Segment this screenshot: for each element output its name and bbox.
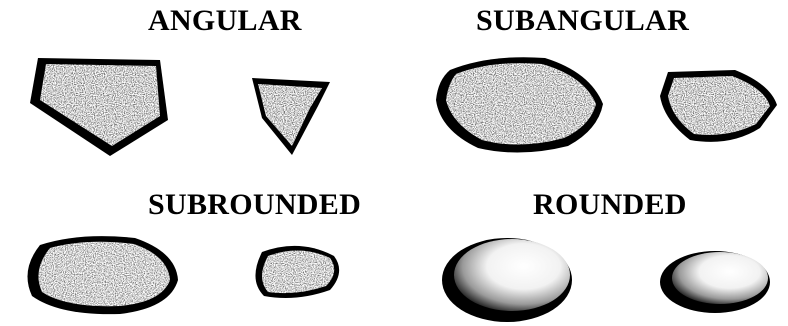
grain-angular-large xyxy=(30,58,168,156)
grain-subrounded-small xyxy=(255,246,339,298)
grain-angular-small xyxy=(252,78,330,155)
grain-subrounded-large xyxy=(28,236,179,314)
grain-subangular-small xyxy=(660,70,777,142)
grain-subangular-large xyxy=(436,57,603,152)
grain-rounded-small xyxy=(660,251,770,313)
grain-rounded-large xyxy=(442,238,572,322)
